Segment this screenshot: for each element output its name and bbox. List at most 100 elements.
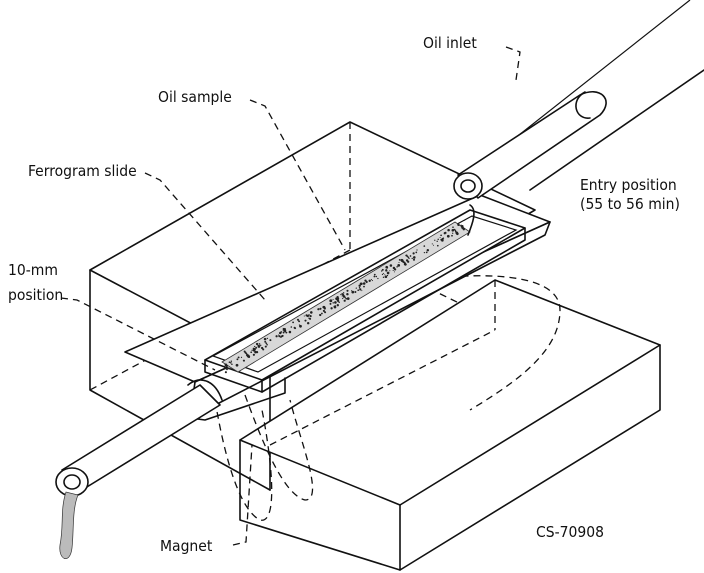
oil-speck: [452, 226, 454, 228]
oil-speck: [436, 244, 439, 247]
oil-speck: [398, 261, 400, 264]
oil-speck: [263, 337, 267, 341]
oil-speck: [278, 334, 280, 336]
oil-speck: [358, 287, 361, 289]
oil-speck: [308, 317, 310, 319]
magnet-poles: [214, 394, 314, 521]
oil-speck: [258, 343, 261, 345]
oil-speck: [293, 326, 296, 329]
label-entry-position-time: (55 to 56 min): [580, 195, 680, 213]
label-magnet: Magnet: [160, 537, 213, 555]
oil-speck: [384, 274, 386, 276]
oil-speck: [235, 363, 239, 367]
oil-speck: [236, 358, 239, 361]
oil-speck: [225, 368, 227, 370]
oil-speck: [437, 238, 439, 241]
oil-speck: [231, 363, 233, 365]
oil-speck: [384, 275, 388, 278]
oil-speck: [346, 292, 349, 296]
oil-speck: [442, 237, 445, 239]
oil-speck: [252, 353, 255, 356]
oil-speck: [462, 228, 465, 231]
oil-speck: [407, 260, 410, 263]
oil-speck: [317, 308, 320, 311]
oil-speck: [402, 261, 405, 263]
oil-speck: [322, 309, 325, 312]
oil-speck: [446, 234, 450, 238]
oil-speck: [262, 348, 265, 351]
oil-speck: [343, 295, 346, 298]
oil-speck: [336, 297, 340, 301]
oil-speck: [321, 312, 323, 315]
oil-speck: [251, 349, 253, 351]
oil-speck: [371, 280, 373, 282]
oil-speck: [411, 257, 413, 260]
oil-speck: [440, 238, 443, 241]
oil-speck: [381, 268, 384, 271]
oil-speck: [361, 290, 363, 292]
oil-speck: [381, 273, 384, 276]
oil-speck: [229, 361, 232, 364]
oil-speck: [332, 298, 334, 301]
oil-speck: [416, 249, 418, 251]
oil-speck: [282, 331, 285, 334]
oil-speck: [426, 248, 430, 252]
oil-speck: [382, 276, 385, 279]
oil-speck: [250, 351, 253, 354]
oil-speck: [280, 331, 283, 333]
oil-speck: [288, 330, 292, 334]
oil-speck: [346, 297, 350, 300]
oil-speck: [283, 327, 286, 330]
oil-speck: [404, 263, 407, 266]
label-10mm: 10-mm: [8, 261, 58, 279]
oil-speck: [228, 361, 231, 363]
oil-speck: [329, 299, 333, 303]
oil-speck: [259, 344, 262, 347]
oil-speck: [423, 245, 426, 247]
oil-speck: [365, 280, 368, 284]
oil-speck: [330, 307, 333, 310]
oil-speck: [362, 282, 366, 285]
oil-speck: [451, 234, 453, 237]
oil-speck: [243, 360, 245, 362]
oil-speck: [324, 311, 327, 314]
oil-speck: [460, 225, 464, 228]
oil-speck: [254, 350, 257, 354]
oil-speck: [359, 288, 362, 291]
oil-speck: [370, 279, 372, 281]
oil-speck: [363, 285, 365, 288]
oil-speck: [290, 326, 293, 328]
oil-speck: [385, 265, 389, 269]
inlet-tube: [453, 90, 607, 236]
inlet-tube-long: [499, 0, 704, 191]
oil-speck: [413, 256, 416, 259]
oil-speck: [342, 292, 345, 294]
oil-speck: [456, 232, 459, 235]
oil-speck: [431, 243, 433, 245]
oil-speck: [334, 301, 337, 304]
oil-speck: [368, 279, 371, 282]
oil-speck: [282, 329, 284, 331]
oil-speck: [397, 264, 401, 267]
oil-speck: [319, 307, 322, 310]
oil-speck: [296, 318, 300, 321]
oil-speck: [358, 284, 361, 287]
label-figure-code: CS-70908: [536, 523, 604, 541]
oil-speck: [319, 313, 322, 317]
oil-speck: [228, 368, 230, 370]
oil-speck: [332, 302, 334, 304]
oil-speck: [342, 293, 345, 296]
oil-speck: [336, 299, 340, 303]
oil-speck: [381, 270, 383, 272]
oil-speck: [333, 305, 337, 309]
oil-speck: [305, 314, 308, 317]
oil-speck: [373, 275, 376, 278]
oil-speck: [240, 356, 243, 358]
oil-speck: [454, 229, 457, 231]
oil-speck: [434, 239, 436, 241]
oil-speck: [458, 224, 460, 227]
oil-speck: [278, 335, 281, 338]
oil-speck: [451, 229, 455, 232]
oil-speck: [254, 345, 256, 348]
